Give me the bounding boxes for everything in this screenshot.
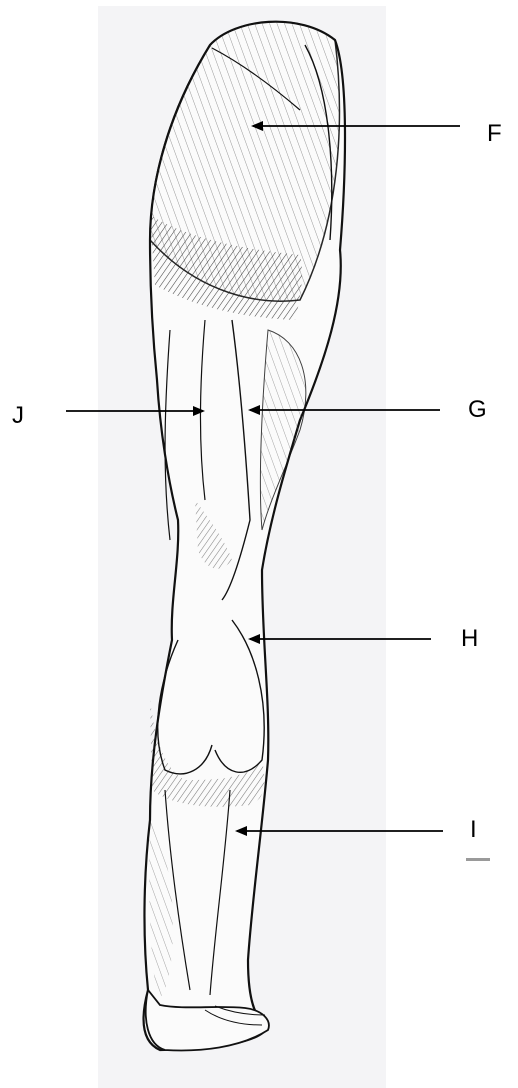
label-i: I (470, 818, 477, 842)
label-f: F (487, 122, 502, 146)
label-j: J (12, 404, 24, 428)
label-h: H (461, 627, 478, 651)
stray-mark (466, 858, 490, 861)
label-g: G (468, 398, 487, 422)
